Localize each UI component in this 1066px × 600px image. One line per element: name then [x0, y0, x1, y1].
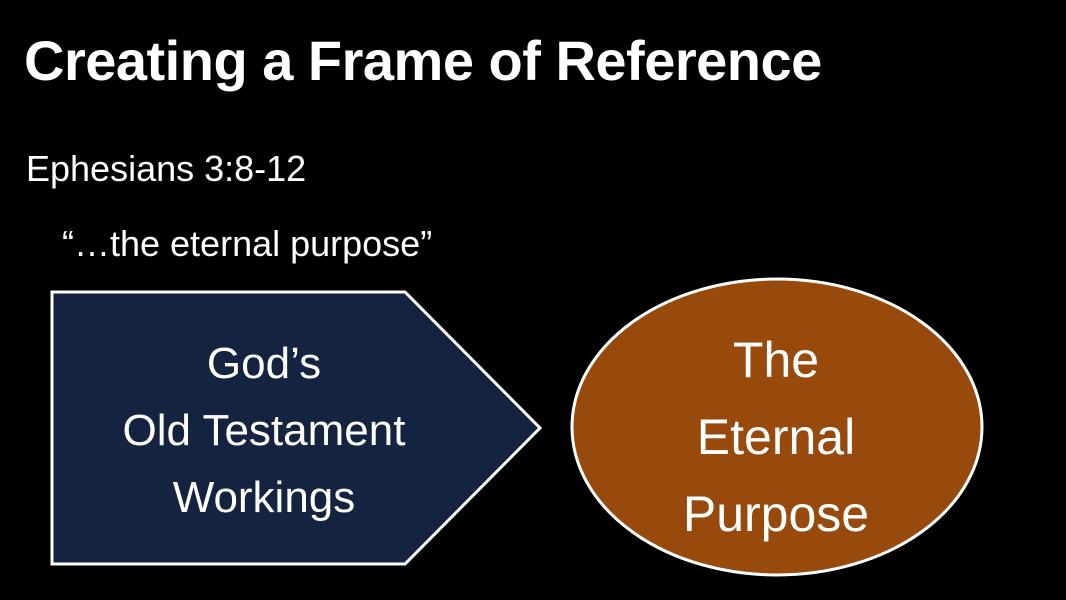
scripture-quote: “…the eternal purpose”	[62, 223, 433, 264]
label-line: Workings	[172, 473, 356, 522]
pentagon-arrow-shape	[50, 290, 543, 566]
eternal-purpose-label: The Eternal Purpose	[590, 322, 962, 553]
label-line: God’s	[206, 339, 322, 388]
label-line: Eternal	[696, 409, 856, 465]
eternal-purpose-ellipse	[570, 277, 984, 577]
label-line: The	[732, 332, 820, 388]
label-line: Old Testament	[122, 406, 406, 455]
old-testament-workings-label: God’s Old Testament Workings	[56, 330, 472, 531]
label-line: Purpose	[682, 486, 870, 542]
scripture-reference: Ephesians 3:8-12	[26, 148, 307, 189]
slide-title: Creating a Frame of Reference	[24, 29, 822, 92]
